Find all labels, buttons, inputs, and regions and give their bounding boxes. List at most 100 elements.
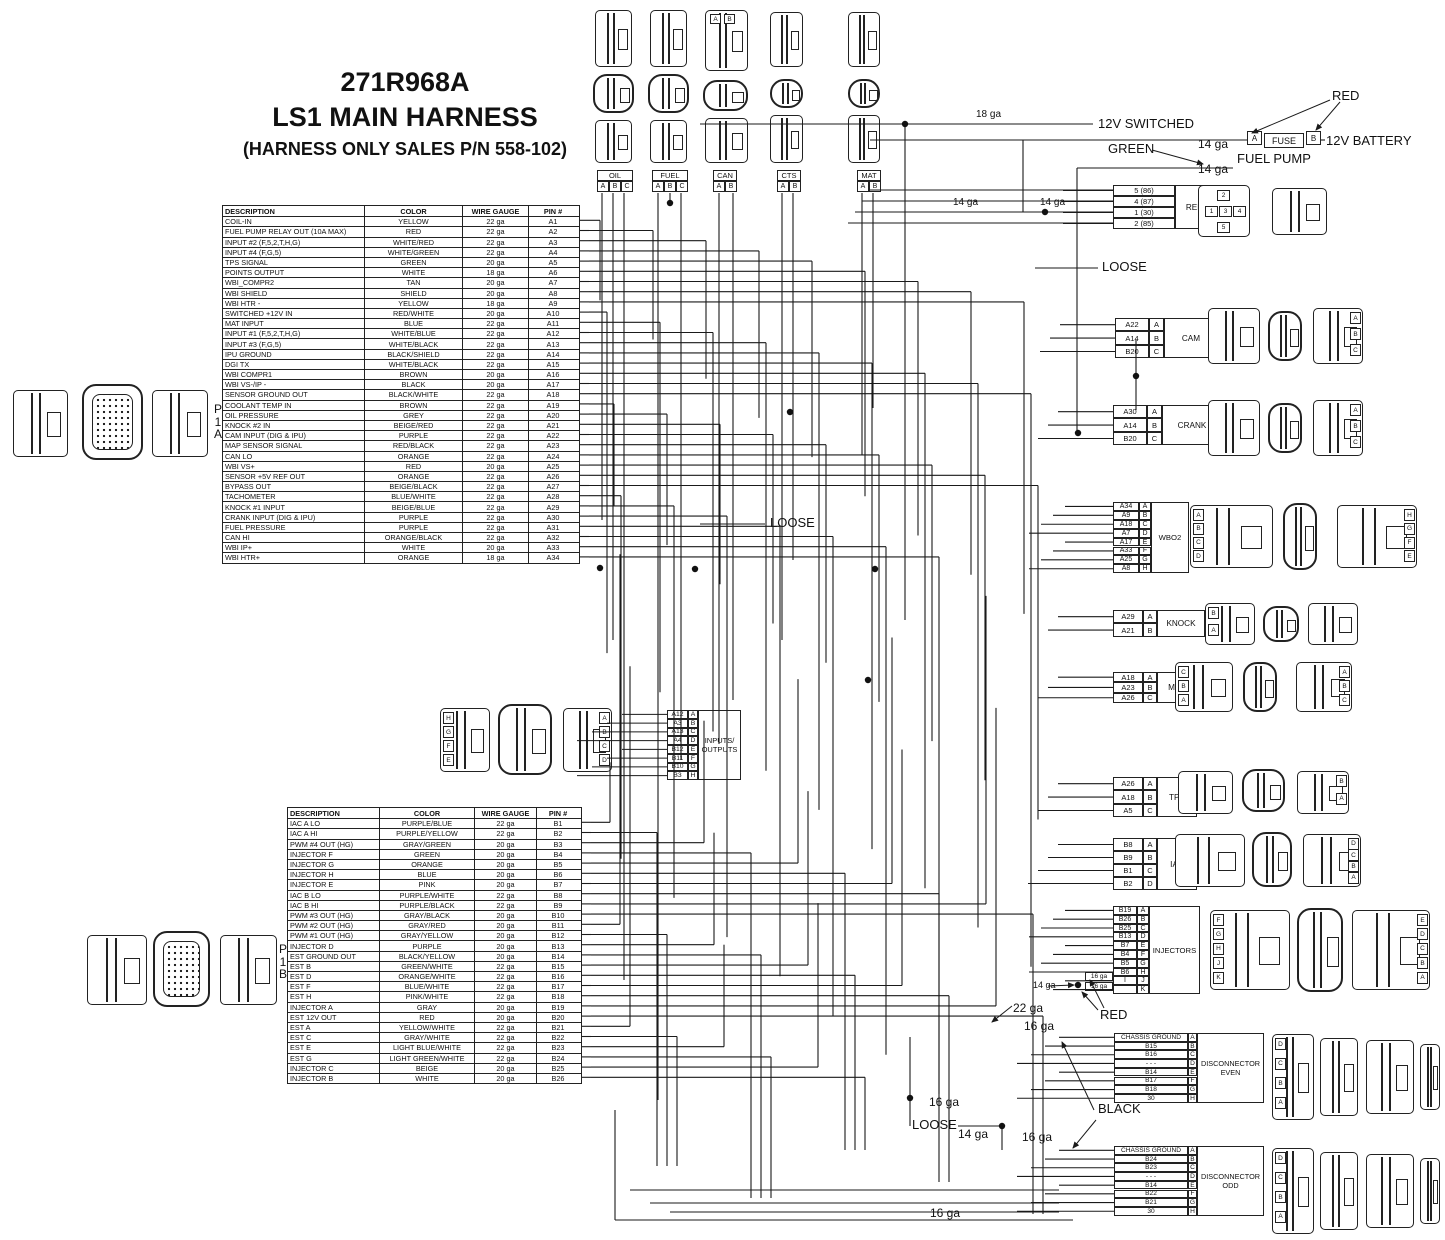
table-cell: CAN LO — [223, 451, 365, 461]
io-pin: A12 — [667, 710, 688, 719]
gauge-16ga-box2-text: 16 ga — [1090, 983, 1108, 990]
table-cell: A24 — [546, 451, 560, 461]
disc_odd-pin: CHASSIS GROUND — [1114, 1146, 1188, 1155]
disc_odd-letter: H — [1188, 1206, 1197, 1216]
disc_even-pin: - - - — [1114, 1059, 1188, 1068]
io-pin: B12 — [667, 745, 688, 754]
table-cell: 22 ga — [475, 961, 537, 971]
iac-letter: B — [1143, 851, 1157, 864]
connector-inner — [1286, 619, 1296, 633]
connector-letter-C: C — [1350, 436, 1361, 448]
connector-glyph — [220, 935, 277, 1005]
table-cell: GRAY/BLACK — [380, 910, 475, 921]
connector-glyph — [1243, 662, 1277, 712]
disc_even-pin: B17 — [1114, 1076, 1188, 1086]
relay-socket-pin: 2 — [1217, 190, 1230, 201]
table-header-cell: WIRE GAUGE — [475, 808, 537, 819]
table-cell: WHITE/GREEN — [365, 247, 463, 257]
connector-letter-D: D — [1193, 550, 1204, 563]
connector-rib — [1263, 773, 1266, 808]
p1b-label: P 1 B — [279, 942, 288, 982]
connector-rib — [1195, 774, 1198, 811]
connector-rib — [1235, 913, 1237, 987]
connector-inner — [1298, 1176, 1310, 1208]
iac-pin: B8 — [1113, 838, 1143, 851]
crank-pin: B20 — [1113, 431, 1147, 446]
injectors-letter: C — [1137, 923, 1149, 933]
disc_odd-letter: G — [1188, 1198, 1197, 1207]
connector-rib — [1280, 407, 1283, 449]
table-cell: B18 — [551, 992, 565, 1002]
connector-rib — [662, 78, 665, 109]
relay-row: 4 (87) — [1113, 196, 1175, 207]
table-cell: ORANGE — [380, 859, 475, 870]
relay-pin: 5 (86) — [1113, 185, 1175, 196]
injectors-pin: I — [1113, 976, 1137, 986]
gauge-14ga-inj: 14 ga — [1033, 980, 1056, 990]
connector-rib — [1381, 1043, 1384, 1111]
table-cell: RED — [380, 1012, 475, 1022]
disc_odd-letter: D — [1188, 1172, 1197, 1181]
disc_even-letter: G — [1188, 1085, 1197, 1094]
disc_odd-pin: B21 — [1114, 1198, 1188, 1207]
table-cell: 22 ga — [475, 829, 537, 839]
disc_even-letter: A — [1188, 1033, 1197, 1042]
relay-pin: 2 (85) — [1113, 218, 1175, 229]
injectors-letter: F — [1137, 950, 1149, 959]
table-cell: PURPLE — [365, 431, 463, 441]
title-subtitle: (HARNESS ONLY SALES P/N 558-102) — [242, 139, 568, 159]
table-cell: BEIGE/RED — [365, 420, 463, 431]
connector-rib — [863, 15, 866, 64]
connector-rib — [1255, 666, 1258, 708]
connector-glyph — [1366, 1040, 1414, 1114]
connector-rib — [1295, 507, 1298, 566]
injectors-pin — [1113, 985, 1137, 994]
connector-glyph — [1420, 1044, 1440, 1110]
table-cell: 22 ga — [475, 972, 537, 982]
connector-rib — [1221, 606, 1223, 642]
disc_even-pin: B14 — [1114, 1067, 1188, 1077]
connector-glyph — [770, 79, 803, 108]
relay-row: 1 (30) — [1113, 207, 1175, 218]
label-fuel-pump: FUEL PUMP — [1237, 151, 1311, 166]
pin-grid — [92, 394, 133, 450]
connector-letter-G: G — [1404, 522, 1415, 535]
gauge-14ga-bottom: 14 ga — [958, 1127, 989, 1141]
connector-rib — [1193, 665, 1196, 709]
injectors-pin: B25 — [1113, 923, 1137, 933]
connector-glyph — [1252, 832, 1292, 887]
cam-pin: B20 — [1115, 344, 1149, 359]
table-cell: B24 — [551, 1053, 565, 1063]
table-cell: PWM #4 OUT (HG) — [288, 839, 380, 849]
table-cell: INJECTOR E — [288, 880, 380, 890]
table-cell: 20 ga — [463, 278, 529, 288]
io-pin: A3 — [667, 718, 688, 728]
table-cell: 22 ga — [463, 349, 529, 359]
connector-inner — [1265, 680, 1275, 698]
connector-rib — [1300, 507, 1303, 566]
connector-rib — [1313, 774, 1316, 811]
connector-glyph — [595, 120, 632, 163]
connector-rib — [169, 393, 172, 454]
connector-inner — [790, 131, 800, 149]
io-letter: F — [688, 753, 698, 763]
